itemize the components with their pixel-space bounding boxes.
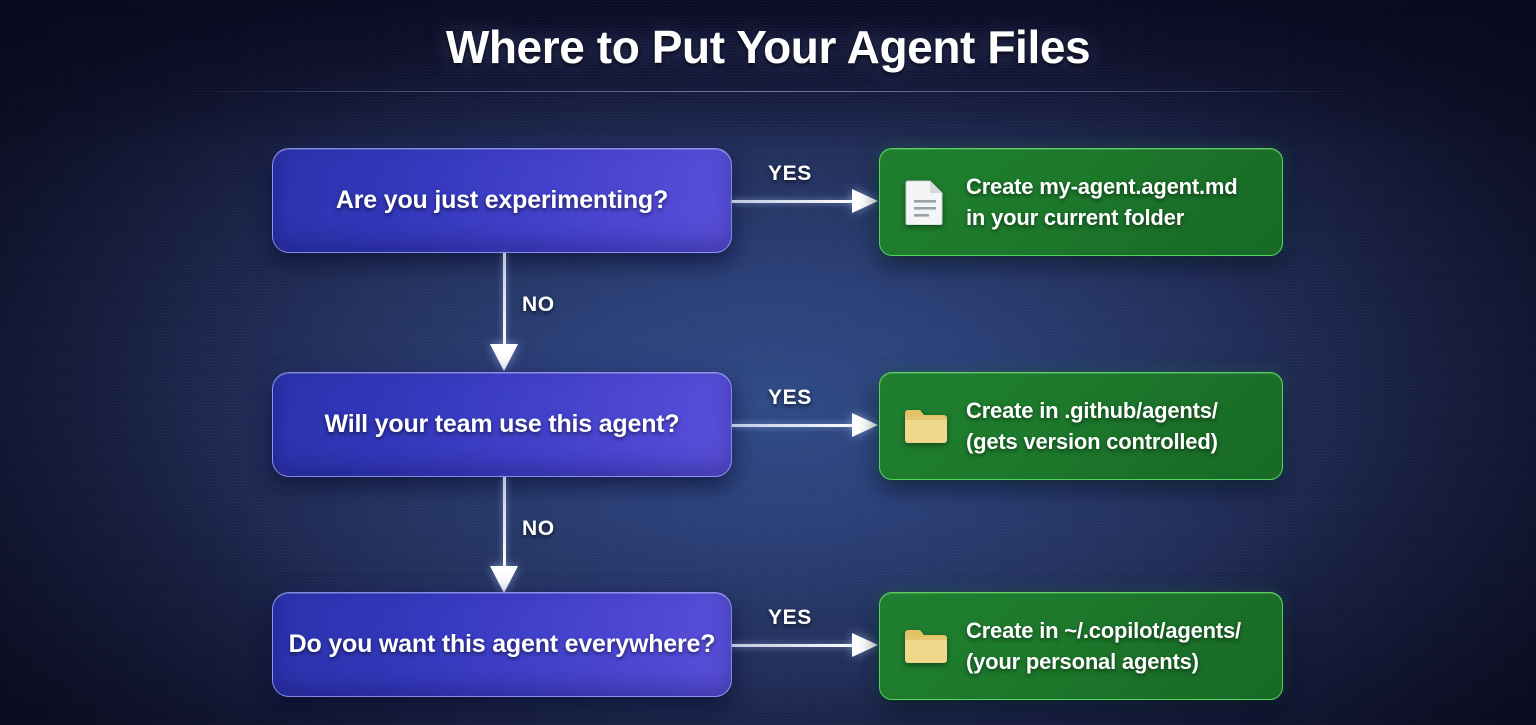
page-title: Where to Put Your Agent Files — [445, 21, 1091, 73]
no-label: NO — [522, 517, 555, 540]
no-label: NO — [522, 293, 555, 316]
no-arrow-head-icon — [490, 344, 518, 371]
yes-label: YES — [768, 606, 812, 629]
folder-icon — [902, 401, 948, 451]
result-text: Create in ~/.copilot/agents/ (your perso… — [966, 617, 1241, 675]
title-divider — [190, 91, 1346, 92]
decision-label: Are you just experimenting? — [335, 186, 669, 214]
decision-box-everywhere[interactable]: Do you want this agent everywhere? — [272, 592, 732, 697]
yes-arrow-line — [732, 424, 856, 427]
result-text: Create my-agent.agent.md in your current… — [966, 173, 1238, 231]
yes-arrow-head-icon — [852, 189, 878, 213]
decision-box-team-use[interactable]: Will your team use this agent? — [272, 372, 732, 477]
result-line-1: Create in ~/.copilot/agents/ — [966, 618, 1241, 643]
yes-arrow-head-icon — [852, 633, 878, 657]
result-line-2: (your personal agents) — [966, 648, 1199, 674]
no-connector: NO — [470, 253, 610, 371]
result-text: Create in .github/agents/ (gets version … — [966, 397, 1218, 455]
result-box-current-folder[interactable]: Create my-agent.agent.md in your current… — [879, 148, 1283, 256]
decision-label: Will your team use this agent? — [324, 410, 680, 438]
no-arrow-line — [503, 477, 506, 566]
document-icon — [902, 177, 948, 227]
yes-arrow-line — [732, 200, 856, 203]
result-box-copilot-agents[interactable]: Create in ~/.copilot/agents/ (your perso… — [879, 592, 1283, 700]
result-line-2: (gets version controlled) — [966, 428, 1218, 454]
result-line-2: in your current folder — [966, 204, 1185, 230]
yes-connector: YES — [732, 592, 880, 700]
yes-arrow-line — [732, 644, 856, 647]
yes-connector: YES — [732, 148, 880, 256]
slide-header: Where to Put Your Agent Files — [0, 0, 1536, 100]
result-line-1: Create my-agent.agent.md — [966, 174, 1238, 199]
decision-label: Do you want this agent everywhere? — [288, 630, 716, 658]
yes-connector: YES — [732, 372, 880, 480]
result-box-github-agents[interactable]: Create in .github/agents/ (gets version … — [879, 372, 1283, 480]
no-arrow-head-icon — [490, 566, 518, 593]
no-connector: NO — [470, 477, 610, 593]
folder-icon — [902, 621, 948, 671]
decision-box-experimenting[interactable]: Are you just experimenting? — [272, 148, 732, 253]
yes-arrow-head-icon — [852, 413, 878, 437]
yes-label: YES — [768, 386, 812, 409]
yes-label: YES — [768, 162, 812, 185]
no-arrow-line — [503, 253, 506, 344]
result-line-1: Create in .github/agents/ — [966, 398, 1218, 423]
